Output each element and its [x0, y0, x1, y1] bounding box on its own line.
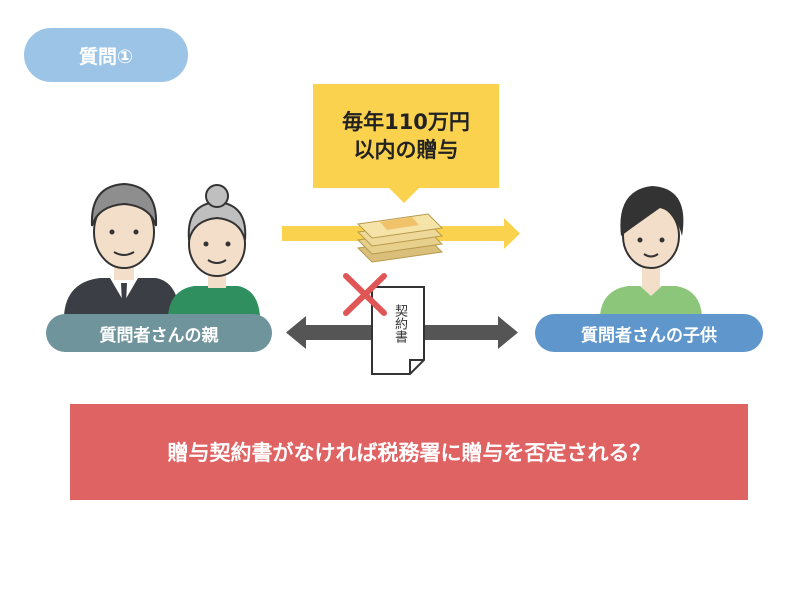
callout-line-2: 以内の贈与 [353, 138, 459, 162]
cross-icon [343, 273, 387, 316]
child-icon [600, 186, 702, 316]
document-icon [371, 286, 425, 375]
parents-label: 質問者さんの親 [46, 314, 272, 352]
money-stack-icon [356, 213, 444, 263]
callout-line-1: 毎年110万円 [342, 109, 470, 134]
question-banner: 贈与契約書がなければ税務署に贈与を否定される？ [70, 404, 748, 500]
document-label: 契約書 [392, 304, 407, 343]
gift-callout: 毎年110万円 以内の贈与 [313, 84, 499, 188]
grandfather-icon [64, 182, 180, 316]
child-label: 質問者さんの子供 [535, 314, 763, 352]
question-badge: 質問① [24, 28, 188, 82]
grandmother-icon [168, 184, 260, 316]
callout-tail [388, 187, 420, 203]
